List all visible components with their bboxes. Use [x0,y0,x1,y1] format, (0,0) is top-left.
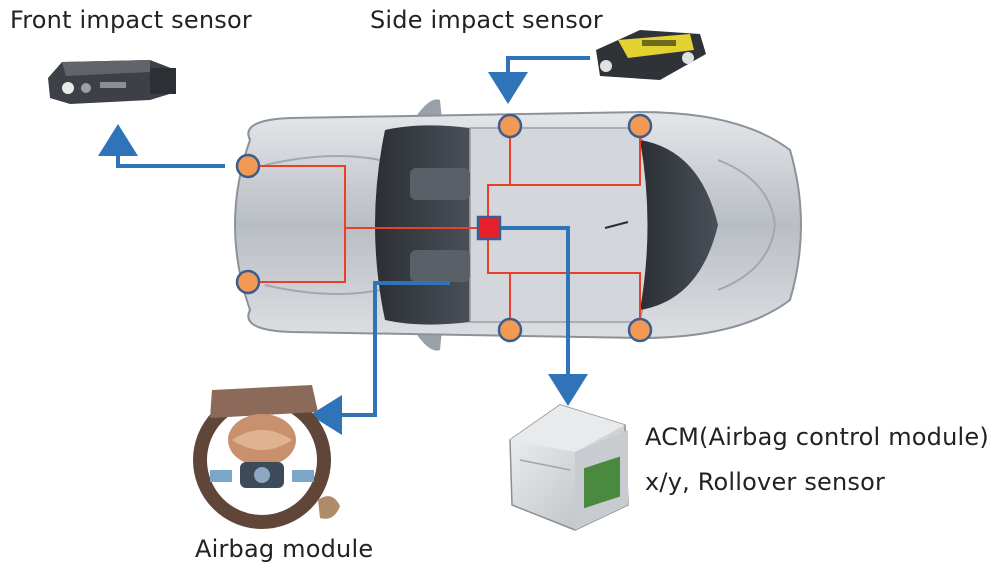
airbag-module-label: Airbag module [195,535,374,563]
side-sensor-node [497,113,523,139]
front-seat-left [410,168,470,200]
front-impact-sensor-label: Front impact sensor [10,6,252,34]
hood-line [264,155,381,166]
side-sensor-node [497,317,523,343]
arrow-from-side-sensor [488,56,590,104]
side-sensor-node [627,317,653,343]
acm-module-icon [509,404,629,531]
trunk-line [717,159,777,291]
rollover-sensor-label: x/y, Rollover sensor [645,468,886,496]
arrow-to-front-sensor [98,124,225,168]
steering-wheel-airbag-icon [193,385,340,529]
windshield [375,125,470,325]
rear-left-wire [487,126,641,228]
arrow-to-acm [500,226,588,406]
front-sensor-node [235,269,261,295]
sensor-nodes [235,113,653,343]
side-impact-sensor-icon [596,30,706,80]
front-wiring-loop [248,165,346,283]
arrow-to-airbag-module [310,281,450,435]
antenna [604,221,629,229]
front-impact-sensor-icon [48,60,176,104]
front-seat-right [410,250,470,282]
rear-right-wire [487,228,641,330]
front-sensor-node [235,153,261,179]
hood-line [264,284,381,295]
acm-label: ACM(Airbag control module) [645,423,989,451]
side-impact-sensor-label: Side impact sensor [370,6,603,34]
car-top-view [234,99,802,351]
signal-arrows [98,56,590,435]
side-sensor-node [627,113,653,139]
acm-node [476,215,502,241]
rear-window [640,140,718,310]
